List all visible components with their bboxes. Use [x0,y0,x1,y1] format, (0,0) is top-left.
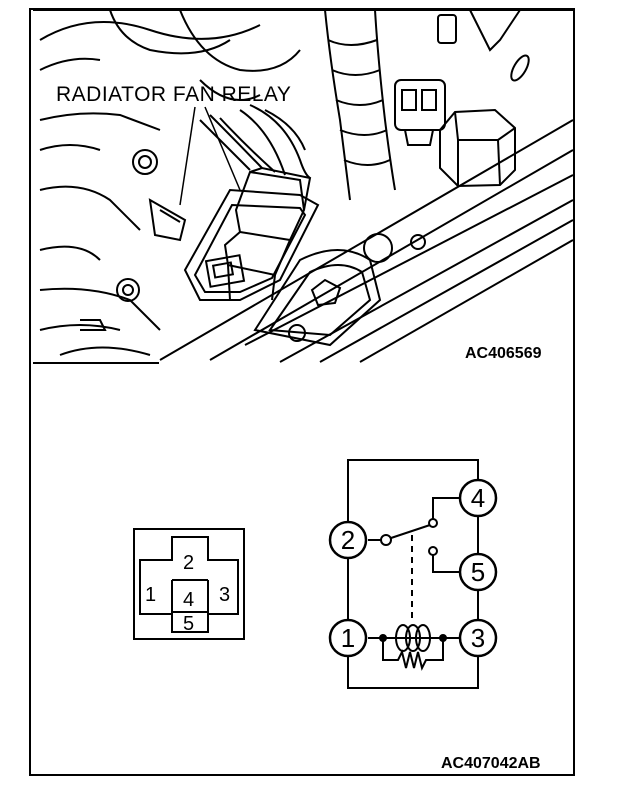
connector-pin-layout [133,528,245,640]
connector-pin-1: 1 [145,584,156,606]
relay-terminal-4: 4 [471,483,485,513]
connector-pin-4: 4 [183,589,194,611]
connector-pin-3: 3 [219,584,230,606]
relay-terminal-3: 3 [471,623,485,653]
photo-code: AC406569 [465,345,542,362]
photo-caption: RADIATOR FAN RELAY [56,83,291,106]
relay-leader-lines [179,106,241,206]
connector-pin-2: 2 [183,552,194,574]
relay-terminal-5: 5 [471,557,485,587]
relay-terminal-2: 2 [341,525,355,555]
diagram-code: AC407042AB [441,755,541,772]
engine-bay-illustration [33,9,574,363]
relay-terminals [328,478,498,658]
relay-terminal-1: 1 [341,623,355,653]
relay-schematic [347,459,479,689]
connector-pin-5: 5 [183,613,194,635]
